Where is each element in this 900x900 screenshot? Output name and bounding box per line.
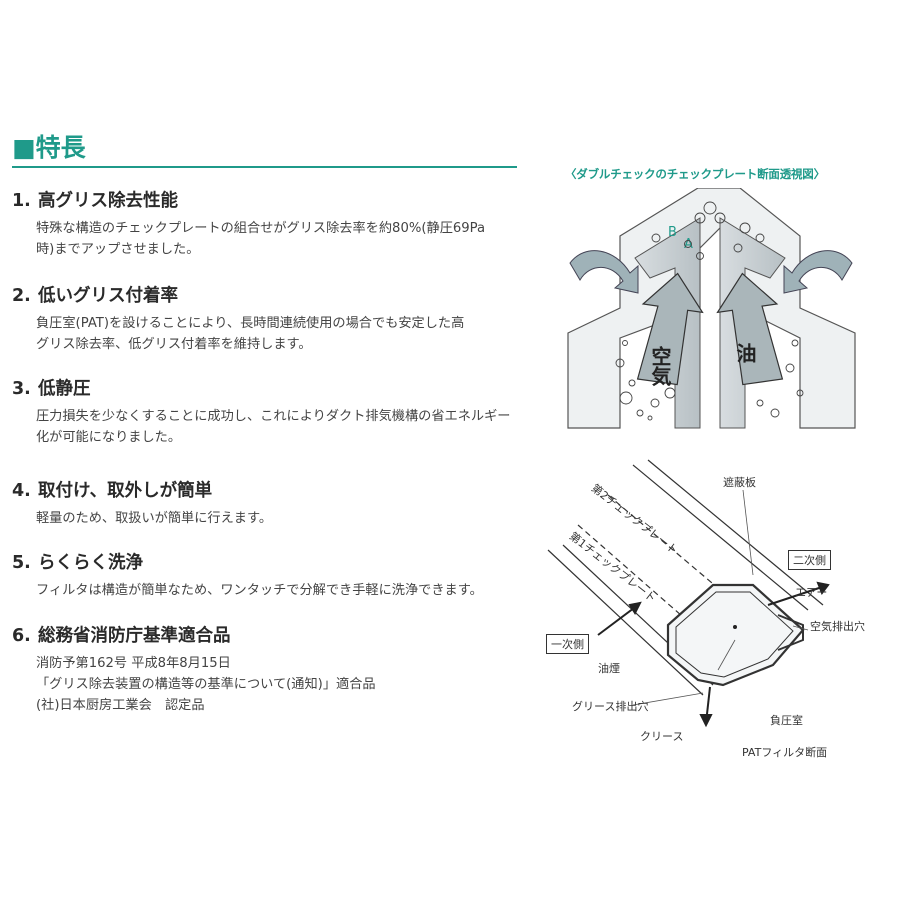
feature-line: グリス除去率、低グリス付着率を維持します。 (36, 337, 312, 352)
primary-side-label: 一次側 (546, 634, 589, 654)
filter-frame (567, 188, 856, 429)
grease-label: クリース (640, 730, 684, 743)
negative-room-label: 負圧室 (770, 714, 803, 727)
feature-title: 低いグリス付着率 (38, 286, 178, 306)
first-check-plate-line (577, 524, 699, 631)
air-label: 空気 (648, 345, 672, 387)
section-header: ■特長 (12, 132, 517, 168)
top-diagram-caption: 〈ダブルチェックのチェックプレート断面透視図〉 (565, 167, 825, 181)
feature-heading: 2. 低いグリス付着率 (12, 285, 532, 307)
feature-item: 3. 低静圧 圧力損失を少なくすることに成功し、これによりダクト排気機構の省エネル… (12, 378, 532, 448)
grease-droplets (615, 201, 804, 421)
feature-number: 3. (12, 379, 31, 399)
air-label: エアー (795, 586, 828, 599)
oil-smoke-arrow-line (597, 604, 639, 636)
feature-line: フィルタは構造が簡単なため、ワンタッチで分解でき手軽に洗浄できます。 (36, 583, 483, 598)
feature-item: 6. 総務省消防庁基準適合品 消防予第162号 平成8年8月15日 「グリス除去装… (12, 625, 532, 716)
oil-smoke-label: 油煙 (598, 662, 620, 675)
grease-hole-label: グリース排出穴 (572, 700, 649, 713)
air-flow-arrow-icon (636, 272, 704, 386)
feature-heading: 5. らくらく洗浄 (12, 552, 532, 574)
feature-line: 軽量のため、取扱いが簡単に行えます。 (36, 511, 273, 526)
feature-title: 総務省消防庁基準適合品 (38, 626, 231, 646)
oil-smoke-arrow-icon (628, 601, 642, 616)
feature-number: 2. (12, 286, 31, 306)
feature-number: 4. (12, 481, 31, 501)
feature-title: らくらく洗浄 (38, 553, 143, 573)
feature-number: 6. (12, 626, 31, 646)
feature-description: 特殊な構造のチェックプレートの組合せがグリス除去率を約80%(静圧69Pa 時)… (36, 218, 532, 260)
air-out-arrow-icon (816, 581, 830, 596)
left-check-plate (634, 217, 701, 429)
label-a: A (684, 237, 693, 252)
secondary-side-label: 二次側 (788, 550, 831, 570)
chamber-point-icon (733, 625, 737, 629)
feature-description: 負圧室(PAT)を設けることにより、長時間連続使用の場合でも安定した高 グリス除… (36, 313, 532, 355)
feature-line: 「グリス除去装置の構造等の基準について(通知)」適合品 (36, 677, 376, 692)
feature-item: 5. らくらく洗浄 フィルタは構造が簡単なため、ワンタッチで分解でき手軽に洗浄でき… (12, 552, 532, 601)
feature-title: 高グリス除去性能 (38, 191, 178, 211)
feature-heading: 3. 低静圧 (12, 378, 532, 400)
air-hole-label: 空気排出穴 (810, 620, 865, 633)
pat-filter-caption: PATフィルタ断面 (742, 746, 828, 759)
right-check-plate (719, 217, 786, 429)
feature-line: 消防予第162号 平成8年8月15日 (36, 656, 231, 671)
check-plate-cross-section-diagram: 空気 油 B A (567, 188, 856, 429)
label-b: B (668, 225, 677, 240)
feature-line: (社)日本厨房工業会 認定品 (36, 698, 205, 713)
exhaust-left-arrow-icon (569, 250, 639, 294)
outer-wall-top-inner (647, 459, 824, 606)
exhaust-right-arrow-icon (783, 250, 853, 294)
feature-item: 2. 低いグリス付着率 負圧室(PAT)を設けることにより、長時間連続使用の場合で… (12, 285, 532, 355)
pat-filter-cross-section-diagram (547, 459, 830, 728)
section-divider (12, 166, 517, 168)
air-out-arrow-line (767, 584, 829, 606)
feature-line: 負圧室(PAT)を設けることにより、長時間連続使用の場合でも安定した高 (36, 316, 465, 331)
outer-wall-top (632, 464, 809, 611)
outer-wall-bottom (547, 549, 704, 696)
feature-title: 低静圧 (38, 379, 91, 399)
feature-line: 圧力損失を少なくすることに成功し、これによりダクト排気機構の省エネルギー (36, 409, 511, 424)
feature-line: 特殊な構造のチェックプレートの組合せがグリス除去率を約80%(静圧69Pa (36, 221, 486, 236)
feature-title: 取付け、取外しが簡単 (38, 481, 213, 501)
feature-heading: 6. 総務省消防庁基準適合品 (12, 625, 532, 647)
feature-line: 時)までアップさせました。 (36, 242, 200, 257)
feature-line: 化が可能になりました。 (36, 430, 182, 445)
grease-out-arrow-icon (699, 714, 713, 728)
oil-flow-arrow-icon (716, 272, 784, 386)
section-title: ■特長 (12, 133, 86, 162)
shield-plate-label: 遮蔽板 (723, 476, 756, 489)
feature-number: 1. (12, 191, 31, 211)
feature-item: 4. 取付け、取外しが簡単 軽量のため、取扱いが簡単に行えます。 (12, 480, 532, 529)
feature-number: 5. (12, 553, 31, 573)
feature-description: フィルタは構造が簡単なため、ワンタッチで分解でき手軽に洗浄できます。 (36, 580, 532, 601)
feature-heading: 1. 高グリス除去性能 (12, 190, 532, 212)
feature-item: 1. 高グリス除去性能 特殊な構造のチェックプレートの組合せがグリス除去率を約80… (12, 190, 532, 260)
feature-description: 圧力損失を少なくすることに成功し、これによりダクト排気機構の省エネルギー 化が可… (36, 406, 532, 448)
feature-description: 消防予第162号 平成8年8月15日 「グリス除去装置の構造等の基準について(通… (36, 653, 532, 716)
feature-heading: 4. 取付け、取外しが簡単 (12, 480, 532, 502)
oil-label: 油 (733, 342, 757, 364)
feature-description: 軽量のため、取扱いが簡単に行えます。 (36, 508, 532, 529)
